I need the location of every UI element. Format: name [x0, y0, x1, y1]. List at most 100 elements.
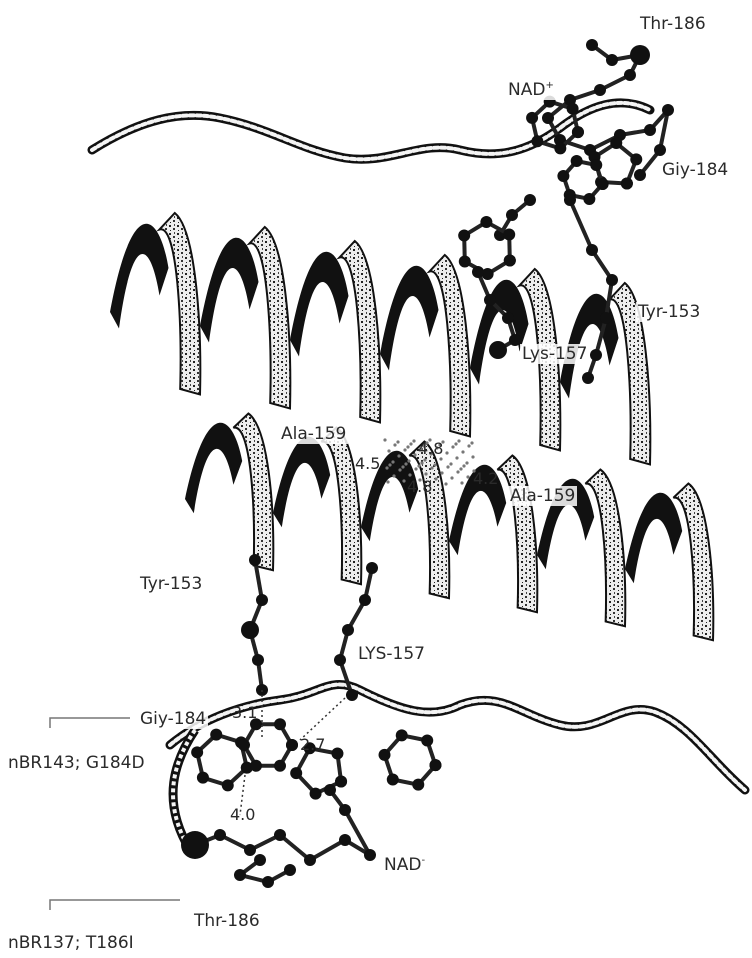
atom	[342, 624, 354, 636]
atom	[621, 178, 633, 190]
label-mutant-g184d: nBR143; G184D	[6, 753, 147, 773]
upper-helix	[110, 213, 650, 465]
atom	[379, 749, 391, 761]
label-thr186-bottom: Thr-186	[192, 911, 262, 931]
label-lys157-top: Lys-157	[520, 344, 589, 364]
contact-dot	[403, 448, 406, 451]
atom	[339, 804, 351, 816]
atom	[630, 45, 650, 65]
helix-turn-front	[321, 428, 361, 585]
contact-dot	[387, 449, 390, 452]
distance-4-8-upper: 4.8	[418, 440, 443, 458]
nad-plus-charge: +	[545, 80, 553, 91]
atom	[286, 739, 298, 751]
atom	[421, 735, 433, 747]
nad-plus-base: NAD	[508, 80, 545, 100]
atom	[571, 155, 583, 167]
contact-dot	[451, 445, 454, 448]
contact-dot	[414, 467, 417, 470]
contact-dot	[470, 441, 473, 444]
atom	[503, 228, 515, 240]
label-tyr153-bottom: Tyr-153	[138, 574, 204, 594]
atom	[429, 759, 441, 771]
contact-dot	[456, 470, 459, 473]
helix-turn-back	[625, 493, 682, 583]
contact-dot	[471, 455, 474, 458]
helix-turn-front	[409, 442, 449, 599]
atom	[339, 834, 351, 846]
atom	[222, 779, 234, 791]
atom	[526, 112, 538, 124]
helix-turn-back	[185, 423, 242, 513]
atom	[554, 142, 566, 154]
label-ala159-right: Ala-159	[508, 486, 577, 506]
tyr153-bottom-sidechain	[241, 554, 268, 696]
contact-dot	[391, 460, 394, 463]
nad-plus-molecule	[458, 39, 674, 280]
atom	[594, 84, 606, 96]
atom	[366, 562, 378, 574]
bond	[310, 840, 345, 860]
helix-turn-back	[380, 266, 439, 371]
contact-dot	[465, 461, 468, 464]
helix-turn-front	[430, 255, 471, 437]
distance-4-5: 4.5	[355, 455, 380, 473]
atom	[606, 274, 618, 286]
helix-turn-front	[497, 456, 537, 613]
atom	[489, 341, 507, 359]
helix-turn-back	[200, 238, 259, 343]
label-gly184-bottom: Giy-184	[138, 709, 208, 729]
atom	[459, 256, 471, 268]
atom	[458, 230, 470, 242]
contact-dot	[417, 464, 420, 467]
atom	[572, 126, 584, 138]
atom	[480, 216, 492, 228]
contact-dot	[409, 442, 412, 445]
helix-turn-front	[160, 213, 201, 395]
atom	[564, 194, 576, 206]
nad-minus-base: NAD	[384, 855, 421, 875]
atom	[506, 209, 518, 221]
contact-dot	[402, 479, 405, 482]
helix-turn-front	[585, 470, 625, 627]
contact-dot	[462, 464, 465, 467]
label-nad-minus: NAD-	[382, 851, 427, 875]
label-mutant-t186i: nBR137; T186I	[6, 933, 136, 953]
contact-dot	[406, 445, 409, 448]
contact-dot	[450, 476, 453, 479]
distance-4-8-lower: 4.8	[407, 478, 432, 496]
atom	[472, 266, 484, 278]
label-gly184-top: Giy-184	[660, 160, 730, 180]
atom	[630, 153, 642, 165]
contact-dot	[449, 462, 452, 465]
atom	[335, 776, 347, 788]
atom	[396, 729, 408, 741]
label-nad-plus: NAD+	[506, 76, 556, 100]
atom	[284, 864, 296, 876]
atom	[274, 718, 286, 730]
contact-dot	[455, 456, 458, 459]
atom	[290, 767, 302, 779]
helix-turn-back	[290, 252, 349, 357]
label-lys157-bottom: LYS-157	[356, 644, 427, 664]
contact-dot	[383, 438, 386, 441]
contact-dot	[420, 461, 423, 464]
contact-dot	[430, 466, 433, 469]
atom	[210, 729, 222, 741]
label-tyr153-top: Tyr-153	[636, 302, 702, 322]
contact-dot	[423, 458, 426, 461]
contact-dot	[385, 466, 388, 469]
atom	[249, 554, 261, 566]
contact-dot	[424, 472, 427, 475]
contact-dot	[413, 453, 416, 456]
atom	[252, 654, 264, 666]
distance-4-2: 4.2	[473, 470, 498, 488]
atom	[586, 244, 598, 256]
contact-dot	[386, 480, 389, 483]
atom	[256, 594, 268, 606]
atom	[254, 854, 266, 866]
atom	[364, 849, 376, 861]
atom	[412, 779, 424, 791]
atom	[524, 194, 536, 206]
